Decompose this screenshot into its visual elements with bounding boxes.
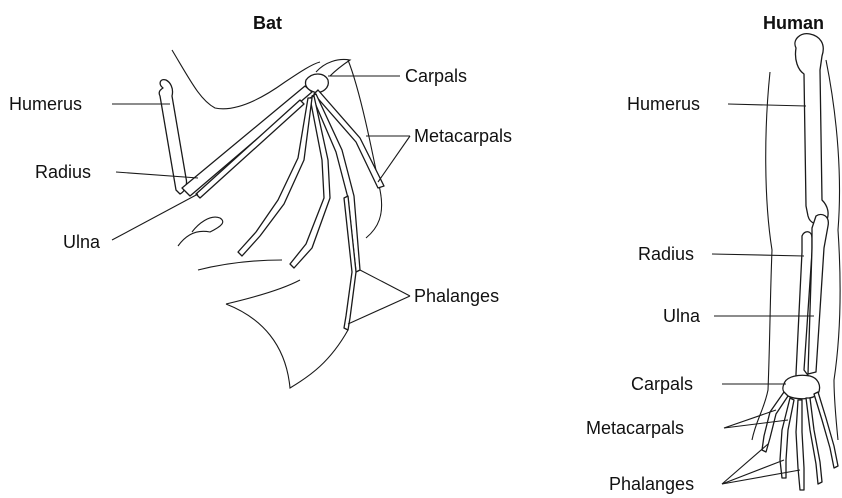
human-phalanges-label: Phalanges xyxy=(609,475,694,493)
human-phalanges-leader-1 xyxy=(722,444,768,484)
human-arm-outline-right xyxy=(826,60,840,440)
bat-leader-lines xyxy=(112,76,410,324)
human-humerus-label: Humerus xyxy=(627,95,700,113)
bat-wing-membrane-1 xyxy=(198,260,282,270)
human-arm-outline-left xyxy=(752,72,772,440)
bat-humerus-label: Humerus xyxy=(9,95,82,113)
human-humerus-bone xyxy=(795,34,828,224)
bat-carpal-bones xyxy=(305,74,328,92)
human-phalanges-leader-2 xyxy=(722,460,784,484)
bat-phalanges-label: Phalanges xyxy=(414,287,499,305)
bat-metacarpals-label: Metacarpals xyxy=(414,127,512,145)
human-title: Human xyxy=(763,14,824,32)
bat-hindlimb-outline xyxy=(178,217,223,246)
human-carpals-label: Carpals xyxy=(631,375,693,393)
bat-ulna-leader xyxy=(112,194,198,240)
human-ulna-label: Ulna xyxy=(663,307,700,325)
human-radius-leader xyxy=(712,254,804,256)
human-radius-label: Radius xyxy=(638,245,694,263)
human-phalanges-leader-3 xyxy=(722,470,800,484)
human-finger-2 xyxy=(780,398,794,478)
bat-phalanges-leader-2 xyxy=(348,296,410,324)
bat-ulna-label: Ulna xyxy=(63,233,100,251)
bat-metacarpals-leader-2 xyxy=(378,136,410,182)
bat-wing-membrane-3 xyxy=(226,304,348,388)
bat-wing-membrane-2 xyxy=(226,280,300,304)
bat-title: Bat xyxy=(253,14,282,32)
bat-wing-drawing xyxy=(159,50,384,388)
human-finger-3 xyxy=(796,400,804,490)
human-metacarpals-label: Metacarpals xyxy=(586,419,684,437)
bat-thumb-claw xyxy=(316,60,350,77)
bat-phalanges-leader-1 xyxy=(360,270,410,296)
bat-radius-label: Radius xyxy=(35,163,91,181)
human-arm-drawing xyxy=(752,34,840,490)
bat-carpals-label: Carpals xyxy=(405,67,467,85)
